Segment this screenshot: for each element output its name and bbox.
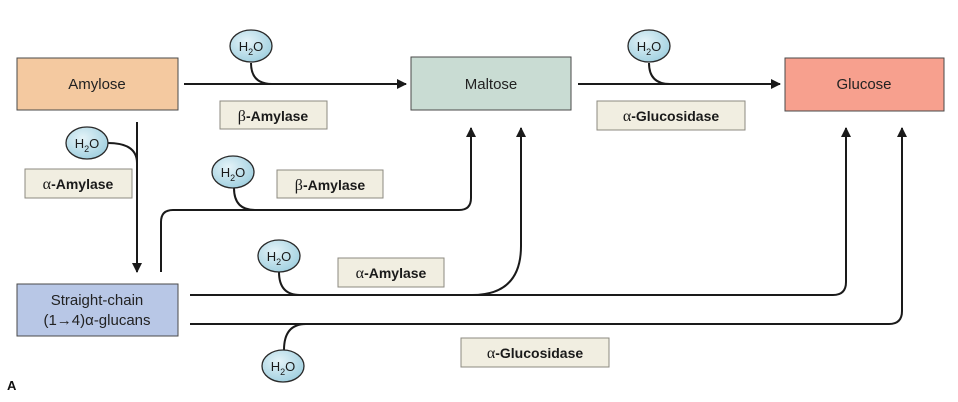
maltose-box (410, 56, 572, 111)
water-formula: H2O (267, 249, 292, 267)
enzyme-greek-letter: β (295, 177, 303, 194)
water-h: H (221, 165, 230, 180)
water-o: O (253, 39, 263, 54)
enzyme-alpha-glucosidase-top: α-Glucosidase (596, 100, 746, 131)
enzyme-beta-amylase-top: β-Amylase (219, 100, 328, 130)
water-tails (107, 62, 671, 351)
water-tail-6 (283, 323, 307, 351)
enzyme-label: α-Amylase (43, 176, 114, 193)
enzyme-greek-letter: β (238, 108, 246, 125)
water-formula: H2O (637, 39, 662, 57)
enzyme-box (596, 100, 746, 131)
enzyme-alpha-glucosidase-bottom: α-Glucosidase (460, 337, 610, 368)
water-formula: H2O (271, 359, 296, 377)
enzyme-box (219, 100, 328, 130)
water-molecule-1: H2O (229, 29, 273, 63)
amylose-label: Amylose (68, 76, 126, 93)
glucose-box (784, 57, 945, 112)
water-subscript: 2 (646, 47, 651, 57)
water-bubble (257, 239, 301, 273)
enzyme-greek-letter: α (623, 108, 632, 125)
enzyme-alpha-amylase-left: α-Amylase (24, 168, 133, 199)
enzyme-label: α-Amylase (356, 265, 427, 282)
panel-label: A (7, 378, 17, 393)
maltose-label: Maltose (465, 76, 518, 93)
arrow-glucans-to-maltose-beta (160, 127, 476, 272)
water-h: H (637, 39, 646, 54)
water-tail-4 (233, 187, 256, 211)
water-bubble (261, 349, 305, 383)
enzyme-label: α-Glucosidase (487, 345, 584, 362)
water-molecule-2: H2O (627, 29, 671, 63)
enzyme-beta-amylase-mid: β-Amylase (276, 169, 384, 199)
water-molecule-6: H2O (261, 349, 305, 383)
reaction-arrows (132, 79, 907, 325)
water-molecule-4: H2O (211, 155, 255, 189)
water-h: H (267, 249, 276, 264)
node-glucans: Straight-chain (1→4)α-glucans (16, 283, 179, 337)
water-tail-1 (250, 62, 273, 85)
enzyme-name: -Amylase (303, 177, 365, 193)
node-amylose: Amylose (16, 57, 179, 111)
arrow-glucans-to-glucose-glucosidase (190, 127, 907, 325)
enzyme-box (24, 168, 133, 199)
enzyme-greek-letter: α (356, 265, 365, 282)
water-o: O (281, 249, 291, 264)
node-maltose: Maltose (410, 56, 572, 111)
water-subscript: 2 (276, 257, 281, 267)
water-bubble (627, 29, 671, 63)
enzyme-name: -Amylase (246, 108, 308, 124)
glucans-box (16, 283, 179, 337)
enzyme-name: -Glucosidase (631, 108, 719, 124)
enzyme-name: -Glucosidase (495, 345, 583, 361)
enzyme-label: β-Amylase (238, 108, 309, 125)
water-o: O (285, 359, 295, 374)
water-h: H (271, 359, 280, 374)
glucans-label-line2: (1→4)α-glucans (43, 312, 150, 329)
water-bubble (211, 155, 255, 189)
glucans-label-line1: Straight-chain (51, 292, 144, 309)
water-tail-5 (278, 271, 301, 296)
enzyme-box (276, 169, 384, 199)
water-o: O (651, 39, 661, 54)
enzyme-box (337, 257, 445, 288)
water-bubble (229, 29, 273, 63)
water-subscript: 2 (84, 144, 89, 154)
enzyme-name: -Amylase (364, 265, 426, 281)
enzyme-label: β-Amylase (295, 177, 366, 194)
water-bubble (65, 126, 109, 160)
glucose-label: Glucose (836, 76, 891, 93)
water-formula: H2O (75, 136, 100, 154)
water-h: H (239, 39, 248, 54)
enzyme-alpha-amylase-mid: α-Amylase (337, 257, 445, 288)
enzyme-greek-letter: α (487, 345, 496, 362)
water-subscript: 2 (280, 367, 285, 377)
enzyme-label: α-Glucosidase (623, 108, 720, 125)
water-o: O (235, 165, 245, 180)
arrow-glucans-to-glucose-alpha (190, 127, 851, 296)
node-glucose: Glucose (784, 57, 945, 112)
water-subscript: 2 (230, 173, 235, 183)
amylose-box (16, 57, 179, 111)
water-molecule-5: H2O (257, 239, 301, 273)
arrow-branch-to-maltose (471, 127, 526, 296)
water-h: H (75, 136, 84, 151)
water-formula: H2O (221, 165, 246, 183)
water-formula: H2O (239, 39, 264, 57)
water-tail-2 (648, 62, 671, 85)
enzyme-greek-letter: α (43, 176, 52, 193)
water-subscript: 2 (248, 47, 253, 57)
enzyme-name: -Amylase (51, 176, 113, 192)
enzyme-box (460, 337, 610, 368)
water-tail-3 (107, 142, 138, 164)
water-molecule-3: H2O (65, 126, 109, 160)
water-o: O (89, 136, 99, 151)
